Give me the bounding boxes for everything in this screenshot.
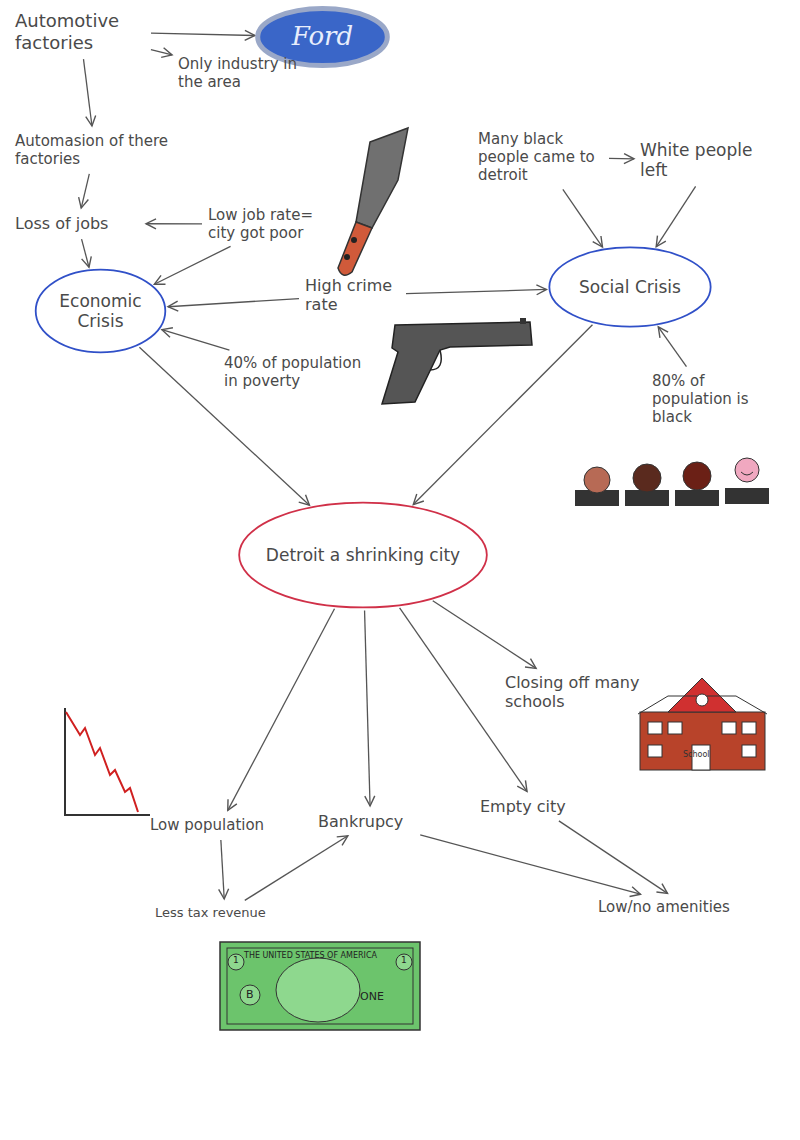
crisis-ellipse: Social Crisis bbox=[546, 244, 714, 330]
node-text: Detroit a shrinking city bbox=[266, 545, 460, 565]
knife-drawing bbox=[338, 128, 408, 275]
text-node: Low population bbox=[150, 816, 290, 834]
text-node: Loss of jobs bbox=[15, 214, 140, 233]
text-node: Low/no amenities bbox=[598, 898, 778, 916]
text-node: Closing off many schools bbox=[505, 673, 640, 711]
node-text: 80% of population is black bbox=[652, 372, 767, 426]
arrow-connector bbox=[82, 239, 89, 267]
arrow-connector bbox=[146, 223, 202, 224]
school-drawing bbox=[638, 678, 767, 770]
crisis-ellipse: Economic Crisis bbox=[33, 266, 168, 356]
node-text: Automasion of there factories bbox=[15, 132, 175, 168]
text-node: Automotive factories bbox=[15, 10, 145, 53]
node-text: Closing off many schools bbox=[505, 673, 640, 711]
arrow-connector bbox=[245, 836, 348, 901]
node-text: White people left bbox=[640, 140, 785, 181]
arrow-connector bbox=[420, 835, 640, 894]
arrow-connector bbox=[656, 186, 695, 247]
text-node: Empty city bbox=[480, 797, 595, 816]
arrow-connector bbox=[221, 840, 224, 899]
arrow-connector bbox=[151, 33, 255, 35]
arrow-connector bbox=[154, 246, 230, 284]
arrow-connector bbox=[228, 609, 335, 811]
decline-chart bbox=[65, 708, 150, 815]
node-text: Low population bbox=[150, 816, 290, 834]
text-node: Automasion of there factories bbox=[15, 132, 175, 168]
arrow-connector bbox=[609, 158, 634, 160]
illustration-label: THE UNITED STATES OF AMERICA bbox=[244, 951, 377, 960]
node-text: Social Crisis bbox=[579, 277, 681, 297]
arrow-connector bbox=[168, 299, 299, 307]
text-node: White people left bbox=[640, 140, 785, 181]
faces-drawing bbox=[575, 458, 769, 506]
text-node: Less tax revenue bbox=[155, 905, 295, 921]
illustration-label: B bbox=[246, 988, 254, 1001]
illustration-label: School bbox=[683, 750, 710, 759]
text-node: 40% of population in poverty bbox=[224, 354, 379, 390]
arrow-connector bbox=[413, 325, 592, 505]
arrow-connector bbox=[559, 821, 668, 893]
text-node: High crime rate bbox=[305, 276, 400, 314]
arrow-connector bbox=[365, 610, 371, 806]
node-text: Automotive factories bbox=[15, 10, 145, 53]
node-text: Less tax revenue bbox=[155, 905, 295, 921]
node-text: Bankrupcy bbox=[318, 812, 423, 831]
node-text: Only industry in the area bbox=[178, 55, 308, 91]
arrow-connector bbox=[433, 601, 536, 669]
arrow-connector bbox=[658, 327, 686, 367]
dollar-bill bbox=[220, 942, 420, 1030]
node-text: Low/no amenities bbox=[598, 898, 778, 916]
node-text: 40% of population in poverty bbox=[224, 354, 379, 390]
illustration-label: 1 bbox=[233, 955, 239, 965]
node-text: High crime rate bbox=[305, 276, 400, 314]
arrow-connector bbox=[162, 330, 230, 350]
node-text: Empty city bbox=[480, 797, 595, 816]
node-text: Ford bbox=[292, 21, 353, 52]
text-node: Bankrupcy bbox=[318, 812, 423, 831]
node-text: Low job rate= city got poor bbox=[208, 206, 343, 242]
text-node: 80% of population is black bbox=[652, 372, 767, 426]
arrow-connector bbox=[81, 174, 89, 208]
node-text: Loss of jobs bbox=[15, 214, 140, 233]
node-text: Economic Crisis bbox=[51, 291, 150, 332]
gun-drawing bbox=[382, 318, 532, 404]
arrow-connector bbox=[406, 289, 547, 293]
text-node: Only industry in the area bbox=[178, 55, 308, 91]
illustration-label: 1 bbox=[401, 955, 407, 965]
arrow-connector bbox=[151, 50, 172, 55]
arrow-connector bbox=[563, 189, 603, 247]
illustration-label: ONE bbox=[360, 990, 384, 1003]
node-text: Many black people came to detroit bbox=[478, 130, 603, 184]
text-node: Low job rate= city got poor bbox=[208, 206, 343, 242]
arrow-connector bbox=[83, 59, 91, 126]
crisis-ellipse: Detroit a shrinking city bbox=[234, 498, 492, 612]
text-node: Many black people came to detroit bbox=[478, 130, 603, 184]
